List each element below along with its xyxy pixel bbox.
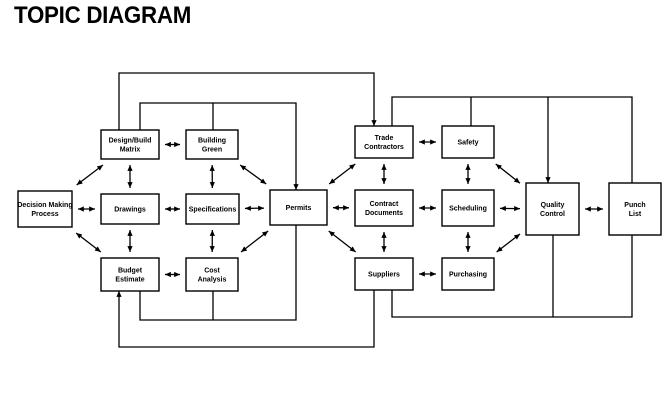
node-box	[269, 189, 328, 226]
node-label: Building	[198, 138, 226, 145]
node-scheduling: Scheduling	[441, 189, 495, 227]
node-label: Documents	[365, 210, 403, 217]
loop-right-bottom	[391, 235, 633, 318]
node-box	[354, 257, 414, 291]
edge-decision-budget	[75, 232, 102, 253]
node-label: Permits	[286, 205, 312, 212]
node-label: Matrix	[120, 147, 141, 154]
node-label: Safety	[457, 140, 478, 147]
node-label: Contract	[370, 201, 399, 208]
node-box	[441, 125, 495, 159]
node-box	[354, 125, 414, 159]
node-box	[100, 129, 160, 160]
node-box	[17, 190, 73, 228]
node-label: Budget	[118, 268, 143, 275]
edges	[75, 139, 603, 278]
node-box	[441, 189, 495, 227]
edge-safety-quality	[495, 163, 521, 184]
node-label: Specifications	[189, 207, 237, 214]
loop-top-inner	[139, 102, 299, 190]
node-box	[441, 257, 495, 291]
node-label: Design/Build	[109, 138, 152, 145]
node-label: List	[629, 211, 642, 218]
node-specifications: Specifications	[185, 193, 240, 225]
node-box	[354, 189, 414, 227]
node-label: Cost	[204, 268, 220, 275]
node-box	[525, 182, 580, 236]
node-label: Contractors	[364, 144, 404, 151]
node-box	[185, 129, 239, 160]
node-label: Control	[540, 211, 565, 218]
node-label: Purchasing	[449, 272, 487, 279]
edge-permits-suppliers	[328, 230, 357, 253]
node-label: Scheduling	[449, 206, 487, 213]
node-permits: Permits	[269, 189, 328, 226]
loop-lines	[116, 72, 633, 348]
node-box	[608, 182, 662, 236]
node-label: Drawings	[114, 207, 146, 214]
node-label: Decision Making	[17, 202, 72, 209]
loop-bottom-outer	[116, 290, 375, 348]
node-purchasing: Purchasing	[441, 257, 495, 291]
page-title: TOPIC DIAGRAM	[14, 2, 192, 29]
node-box	[100, 193, 160, 225]
node-label: Punch	[624, 202, 645, 209]
edge-purchasing-quality	[496, 233, 521, 253]
node-label: Trade	[375, 135, 394, 142]
loop-top-outer	[118, 72, 377, 130]
loop-bottom-inner	[139, 225, 297, 321]
edge-building-green-permits	[239, 164, 267, 185]
edge-decision-design-build	[76, 164, 104, 186]
node-label: Green	[202, 147, 222, 154]
node-box	[185, 193, 240, 225]
node-box	[185, 257, 239, 292]
node-label: Estimate	[115, 277, 144, 284]
node-label: Quality	[541, 202, 565, 209]
node-drawings: Drawings	[100, 193, 160, 225]
node-suppliers: Suppliers	[354, 257, 414, 291]
node-label: Suppliers	[368, 272, 400, 279]
edge-permits-trade	[328, 163, 356, 185]
node-box	[100, 257, 160, 292]
node-safety: Safety	[441, 125, 495, 159]
node-label: Process	[31, 211, 58, 218]
node-label: Analysis	[198, 277, 227, 284]
edge-cost-permits	[240, 230, 269, 253]
loop-right-top	[391, 96, 633, 183]
